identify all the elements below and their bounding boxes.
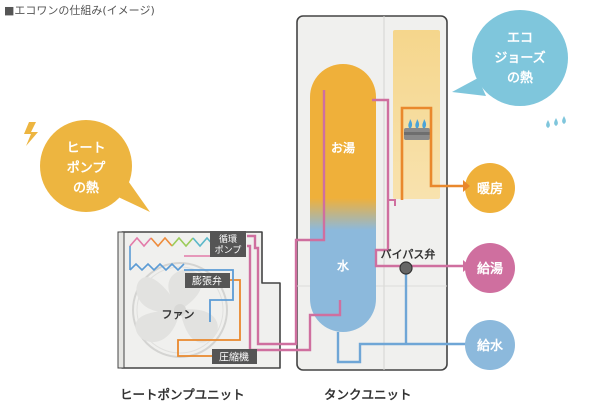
hot-water-tank <box>310 64 376 332</box>
water-drop-icon <box>546 116 566 128</box>
bubble-ecojoze-line3: の熱 <box>507 70 533 86</box>
label-bypass-valve: バイパス弁 <box>381 247 436 261</box>
heat-pump-unit-title: ヒートポンプユニット <box>120 387 245 402</box>
compressor-tag <box>212 349 257 364</box>
water-supply-circle <box>465 320 515 370</box>
bubble-ecojoze-line2: ジョーズ <box>494 50 545 66</box>
label-water: 水 <box>337 258 350 273</box>
bubble-heatpump-line2: ポンプ <box>67 160 107 176</box>
lightning-icon <box>24 122 38 146</box>
compressor-discharge-line <box>177 279 241 357</box>
hot-water-supply-pipe <box>372 98 470 268</box>
expansion-valve-tag <box>185 273 230 288</box>
bubble-heatpump-line3: の熱 <box>73 180 99 196</box>
bypass-valve-icon <box>399 261 413 275</box>
bubble-ecojoze-line1: エコ <box>507 31 533 46</box>
label-circulation-pump-1: 循環 <box>219 233 237 245</box>
heat-exchange-pipe-hot <box>247 90 326 346</box>
eco-joze-inlet <box>388 199 396 206</box>
circulation-pump-tag <box>210 231 246 257</box>
burner-icon <box>404 119 430 140</box>
tank-unit-title: タンクユニット <box>324 387 412 402</box>
diagram-caption: ■エコワンの仕組み(イメージ) <box>4 4 155 17</box>
heating-arrow-icon <box>463 180 470 192</box>
heatpump-heat-bubble <box>24 120 150 212</box>
label-circulation-pump-2: ポンプ <box>215 245 242 256</box>
label-water-supply: 給水 <box>477 338 504 354</box>
ecojoze-heat-bubble <box>452 10 568 128</box>
heat-exchange-pipe-cold <box>247 244 342 352</box>
heating-pipe <box>400 106 470 200</box>
label-heating: 暖房 <box>477 181 503 197</box>
label-fan: ファン <box>162 308 195 321</box>
water-supply-pipe <box>336 332 470 364</box>
hot-water-arrow-icon <box>463 260 470 272</box>
label-hot-water: お湯 <box>331 140 355 155</box>
bubble-heatpump-line1: ヒート <box>66 141 105 156</box>
ecojoze-panel <box>393 30 440 199</box>
hot-water-output-circle <box>465 243 515 293</box>
label-expansion-valve: 膨張弁 <box>192 275 222 288</box>
evaporator-return-line <box>184 269 234 322</box>
label-hot-water-supply: 給湯 <box>477 261 503 277</box>
heating-output-circle <box>465 163 515 213</box>
label-compressor: 圧縮機 <box>219 351 249 364</box>
